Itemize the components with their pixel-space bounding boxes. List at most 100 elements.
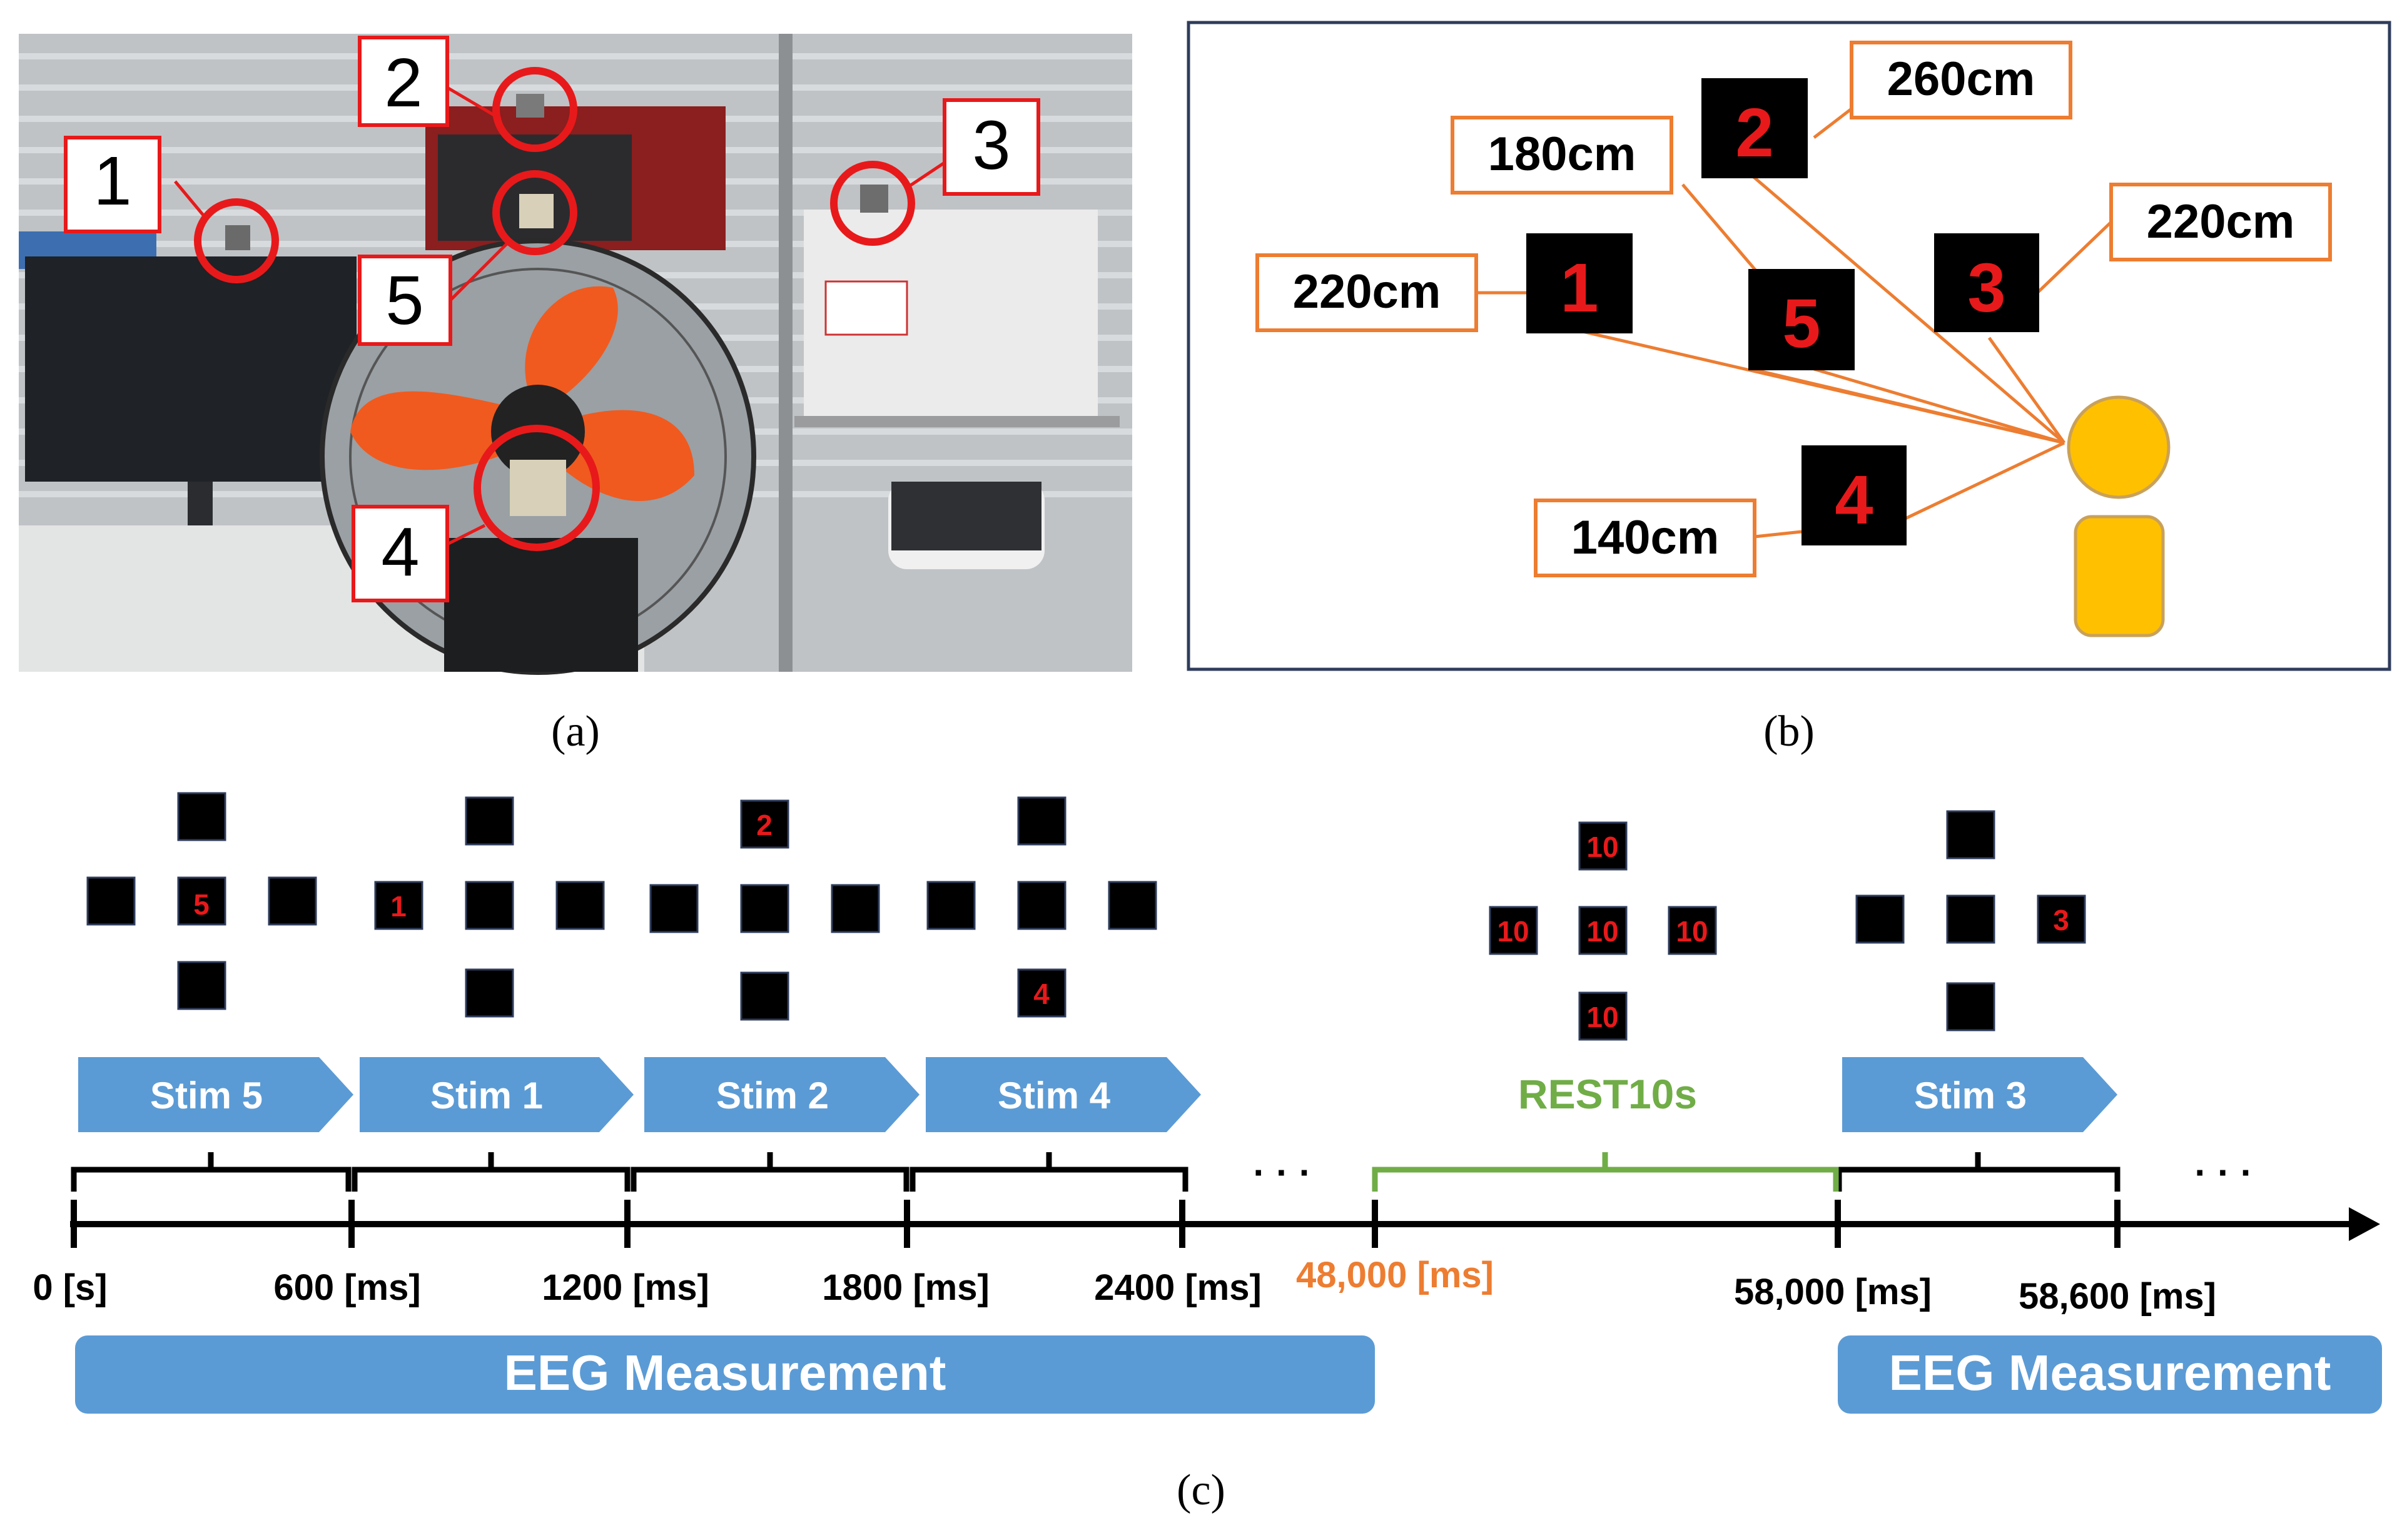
- axis-ticks: [71, 1200, 2121, 1248]
- device-number-5: 5: [1782, 285, 1820, 362]
- ellipsis-2: · · ·: [2194, 1152, 2253, 1193]
- eeg-measurement-label-1: EEG Measurement: [504, 1345, 946, 1401]
- caption-b: (b): [1763, 707, 1815, 756]
- monitor: [25, 256, 357, 482]
- distance-box-2: 260cm: [1850, 41, 2072, 119]
- time-axis-arrowhead: [2349, 1207, 2380, 1241]
- tick-label-3: 1800 [ms]: [822, 1267, 990, 1308]
- distance-box-1: 220cm: [1255, 253, 1478, 332]
- stim-label-4: Stim 4: [998, 1075, 1111, 1117]
- marker-label-5: 5: [385, 262, 423, 339]
- device-square-4: 4: [1802, 445, 1907, 545]
- device-4: [510, 460, 566, 516]
- fan-blade-top: [525, 286, 618, 413]
- stim-cell-4: 4: [1033, 978, 1050, 1010]
- rest-cell-top: 10: [1586, 831, 1618, 863]
- distance-lines: [1582, 174, 2066, 546]
- distance-box-3: 220cm: [2109, 183, 2332, 261]
- stim-label-2: Stim 2: [716, 1075, 829, 1117]
- stim-arrow-2: Stim 2: [644, 1057, 920, 1132]
- panel-b: 1 2 3 5 4 220cm 260cm 220cm: [1187, 21, 2391, 756]
- stim-pattern-1: [374, 796, 605, 1018]
- marker-label-2: 2: [384, 44, 422, 121]
- device-square-3: 3: [1934, 233, 2039, 332]
- stim-cell-5: 5: [193, 888, 210, 921]
- printer-label: [824, 280, 908, 336]
- marker-box-4: 4: [352, 505, 449, 602]
- rest-cell-bottom: 10: [1586, 1001, 1618, 1033]
- marker-label-1: 1: [93, 143, 131, 220]
- rest-brace: [1372, 1152, 1839, 1192]
- stim-arrow-4: Stim 4: [926, 1057, 1201, 1132]
- marker-leaders: [174, 86, 946, 546]
- device-square-2: 2: [1701, 78, 1808, 178]
- stim-arrow-5: Stim 5: [78, 1057, 353, 1132]
- distance-label-5: 180cm: [1488, 128, 1636, 181]
- stim-pattern-4: [926, 796, 1157, 1018]
- rest-cell-left: 10: [1497, 915, 1529, 948]
- device-number-4: 4: [1835, 462, 1873, 539]
- device-3: [860, 185, 888, 213]
- person-head: [2067, 395, 2171, 499]
- shelf: [794, 416, 1120, 427]
- person-body: [2074, 515, 2165, 637]
- tick-label-5: 48,000 [ms]: [1296, 1255, 1494, 1295]
- distance-label-1: 220cm: [1293, 265, 1441, 318]
- device-2: [516, 94, 544, 118]
- marker-label-3: 3: [972, 107, 1010, 184]
- distance-label-3: 220cm: [2147, 195, 2295, 248]
- marker-box-5: 5: [358, 255, 452, 346]
- tick-label-6: 58,000 [ms]: [1734, 1272, 1932, 1312]
- interval-braces: [71, 1152, 2121, 1192]
- device-square-1: 1: [1526, 233, 1633, 333]
- stim-cell-3: 3: [2053, 904, 2069, 936]
- distance-label-2: 260cm: [1887, 53, 2035, 106]
- stim-label-3: Stim 3: [1914, 1075, 2027, 1117]
- stim-arrow-1: Stim 1: [360, 1057, 634, 1132]
- window-frame: [779, 34, 793, 672]
- distance-box-4: 140cm: [1534, 499, 1756, 577]
- eeg-measurement-label-2: EEG Measurement: [1889, 1345, 2331, 1401]
- distance-label-4: 140cm: [1571, 511, 1720, 564]
- device-number-1: 1: [1560, 250, 1598, 327]
- marker-box-1: 1: [64, 136, 161, 233]
- stim-arrow-3: Stim 3: [1842, 1057, 2117, 1132]
- device-number-2: 2: [1735, 94, 1773, 171]
- caption-c: (c): [1177, 1466, 1225, 1514]
- device-5: [519, 194, 554, 228]
- headset-box: [891, 482, 1041, 550]
- device-square-5: 5: [1748, 269, 1855, 370]
- tick-label-2: 1200 [ms]: [542, 1267, 709, 1308]
- stim-pattern-2: [649, 799, 880, 1021]
- tick-label-7: 58,600 [ms]: [2019, 1276, 2216, 1317]
- marker-box-2: 2: [358, 36, 449, 127]
- fan-base: [444, 538, 638, 672]
- monitor-stand: [188, 482, 213, 525]
- device-number-3: 3: [1967, 250, 2005, 327]
- stim-label-1: Stim 1: [430, 1075, 543, 1117]
- caption-a: (a): [551, 707, 600, 756]
- panel-a: 1 2 3 5 4 (a): [19, 34, 1132, 756]
- eeg-measurement-bar-1: EEG Measurement: [75, 1335, 1375, 1414]
- eeg-measurement-bar-2: EEG Measurement: [1838, 1335, 2382, 1414]
- rest-cell-center: 10: [1586, 915, 1618, 948]
- rest-label: REST10s: [1518, 1071, 1697, 1117]
- device-1: [225, 225, 250, 250]
- stim-cell-2: 2: [756, 809, 773, 841]
- tick-label-1: 600 [ms]: [273, 1267, 420, 1308]
- tick-label-0: 0 [s]: [33, 1267, 107, 1308]
- ellipsis-1: · · ·: [1253, 1152, 1311, 1193]
- rest-cell-right: 10: [1676, 915, 1708, 948]
- stim-pattern-3: [1855, 810, 2086, 1031]
- distance-box-5: 180cm: [1451, 116, 1673, 195]
- rest-pattern: [1489, 821, 1717, 1041]
- marker-box-3: 3: [943, 98, 1040, 196]
- stim-label-5: Stim 5: [150, 1075, 263, 1117]
- tick-label-4: 2400 [ms]: [1094, 1267, 1262, 1308]
- stim-cell-1: 1: [390, 890, 407, 923]
- panel-c: 5 1 2 4: [33, 792, 2382, 1514]
- marker-label-4: 4: [381, 514, 419, 590]
- marker-circles: [194, 67, 915, 551]
- stim-pattern-5: [86, 792, 317, 1010]
